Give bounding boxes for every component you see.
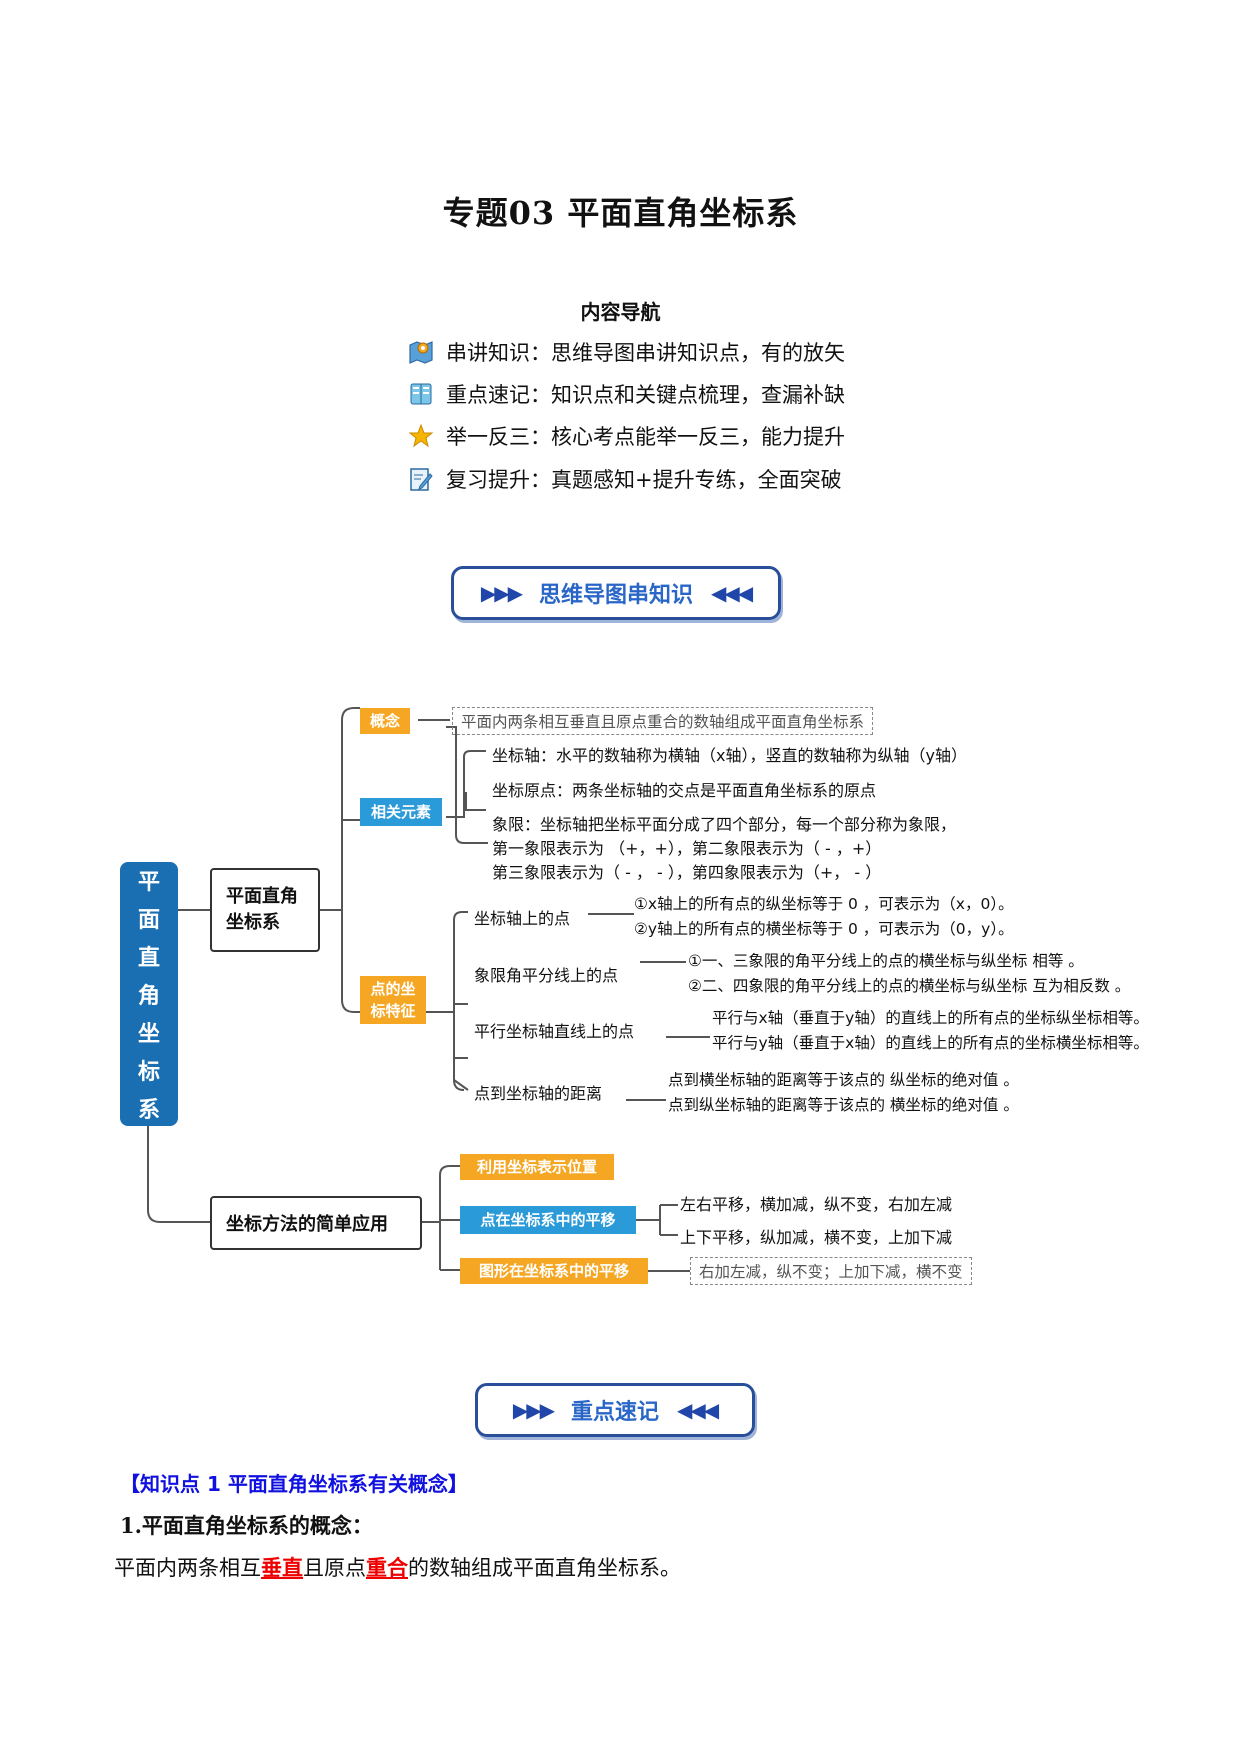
feature-label: 象限角平分线上的点 [474, 966, 619, 985]
banner-label: 思维导图串知识 [538, 583, 693, 608]
feature-line: ②y轴上的所有点的横坐标等于 0 ，可表示为（0，y）。 [634, 920, 1014, 938]
mindmap-section-banner: ▶▶▶ 思维导图串知识 ◀◀◀ [451, 566, 781, 620]
tag-point-features: 点的坐标特征 [360, 976, 426, 1024]
feature-line: 平行与x轴（垂直于y轴）的直线上的所有点的坐标纵坐标相等。 [712, 1009, 1149, 1027]
knowledge-point-subtitle: 1.平面直角坐标系的概念： [120, 1513, 373, 1538]
arrows-right-icon: ▶▶▶ [480, 581, 523, 605]
nav-item-label: 重点速记：知识点和关键点梳理，查漏补缺 [446, 383, 845, 407]
nav-item-label: 复习提升：真题感知+提升专练，全面突破 [446, 468, 842, 492]
mindmap-root: 平 面 直 角 坐 标 系 [120, 862, 178, 1126]
nav-item-review: 串讲知识：思维导图串讲知识点，有的放矢 [408, 336, 845, 368]
page-title: 专题03 平面直角坐标系 [442, 194, 799, 232]
concept-text: 平面内两条相互垂直且原点重合的数轴组成平面直角坐标系 [452, 707, 874, 735]
map-pin-icon [409, 341, 433, 364]
feature-line: ①x轴上的所有点的纵坐标等于 0 ，可表示为（x，0）。 [634, 895, 1014, 913]
feature-line: 平行与y轴（垂直于x轴）的直线上的所有点的坐标横坐标相等。 [712, 1034, 1149, 1052]
nav-item-notes: 重点速记：知识点和关键点梳理，查漏补缺 [408, 378, 845, 410]
element-item: 第三象限表示为（ - ， - ），第四象限表示为（+， - ） [492, 863, 882, 882]
tag-related-elements: 相关元素 [360, 798, 442, 826]
banner-label: 重点速记 [570, 1400, 659, 1425]
root-char: 标 [137, 1060, 160, 1085]
feature-line: 点到横坐标轴的距离等于该点的 纵坐标的绝对值 。 [668, 1071, 1019, 1089]
feature-label: 坐标轴上的点 [474, 909, 571, 928]
branch-label: 平面直角坐标系 [226, 886, 298, 933]
translation-rule: 上下平移，纵加减，横不变，上加下减 [680, 1228, 953, 1247]
element-item: 坐标轴：水平的数轴称为横轴（x轴），竖直的数轴称为纵轴（y轴） [492, 746, 967, 765]
root-char: 平 [137, 870, 160, 895]
text-segment: 的数轴组成平面直角坐标系。 [408, 1556, 681, 1580]
tag-point-translation: 点在坐标系中的平移 [460, 1206, 636, 1234]
notes-section-banner: ▶▶▶ 重点速记 ◀◀◀ [475, 1383, 755, 1437]
knowledge-point-title: 【知识点 1 平面直角坐标系有关概念】 [120, 1472, 468, 1496]
emphasis-term: 重合 [366, 1555, 408, 1580]
root-char: 面 [137, 908, 160, 933]
branch-coordinate-system: 平面直角坐标系 [210, 868, 320, 952]
root-char: 系 [137, 1098, 160, 1123]
shape-translation-text: 右加左减，纵不变；上加下减，横不变 [690, 1257, 972, 1285]
root-char: 直 [137, 946, 160, 971]
tag-concept: 概念 [360, 708, 410, 734]
arrows-right-icon: ▶▶▶ [512, 1398, 555, 1422]
feature-label: 平行坐标轴直线上的点 [474, 1022, 635, 1041]
nav-item-label: 举一反三：核心考点能举一反三，能力提升 [446, 425, 845, 449]
knowledge-point-text: 平面内两条相互垂直且原点重合的数轴组成平面直角坐标系。 [114, 1552, 681, 1582]
feature-label: 点到坐标轴的距离 [474, 1084, 603, 1103]
tag-position: 利用坐标表示位置 [460, 1154, 614, 1180]
root-char: 坐 [137, 1022, 160, 1047]
book-icon [410, 383, 432, 405]
feature-line: ①一、三象限的角平分线上的点的横坐标与纵坐标 相等 。 [688, 952, 1084, 970]
branch-coordinate-application: 坐标方法的简单应用 [210, 1196, 422, 1250]
feature-line: 点到纵坐标轴的距离等于该点的 横坐标的绝对值 。 [668, 1096, 1019, 1114]
text-segment: 且原点 [303, 1556, 366, 1580]
nav-title: 内容导航 [580, 300, 661, 324]
arrows-left-icon: ◀◀◀ [677, 1398, 719, 1422]
nav-item-improve: 复习提升：真题感知+提升专练，全面突破 [408, 463, 842, 495]
feature-line: ②二、四象限的角平分线上的点的横坐标与纵坐标 互为相反数 。 [688, 977, 1131, 995]
element-item: 第一象限表示为 （+，+），第二象限表示为（ - ，+） [492, 839, 882, 858]
root-char: 角 [137, 984, 160, 1009]
emphasis-term: 垂直 [261, 1555, 303, 1580]
translation-rule: 左右平移，横加减，纵不变，右加左减 [680, 1195, 953, 1214]
edit-icon [410, 468, 433, 491]
element-item: 象限：坐标轴把坐标平面分成了四个部分，每一个部分称为象限， [492, 815, 957, 834]
nav-item-label: 串讲知识：思维导图串讲知识点，有的放矢 [446, 341, 845, 365]
arrows-left-icon: ◀◀◀ [711, 581, 753, 605]
star-icon [408, 423, 434, 448]
element-item: 坐标原点：两条坐标轴的交点是平面直角坐标系的原点 [492, 781, 877, 800]
text-segment: 平面内两条相互 [114, 1556, 261, 1580]
tag-shape-translation: 图形在坐标系中的平移 [460, 1258, 648, 1284]
nav-item-practice: 举一反三：核心考点能举一反三，能力提升 [408, 420, 845, 452]
